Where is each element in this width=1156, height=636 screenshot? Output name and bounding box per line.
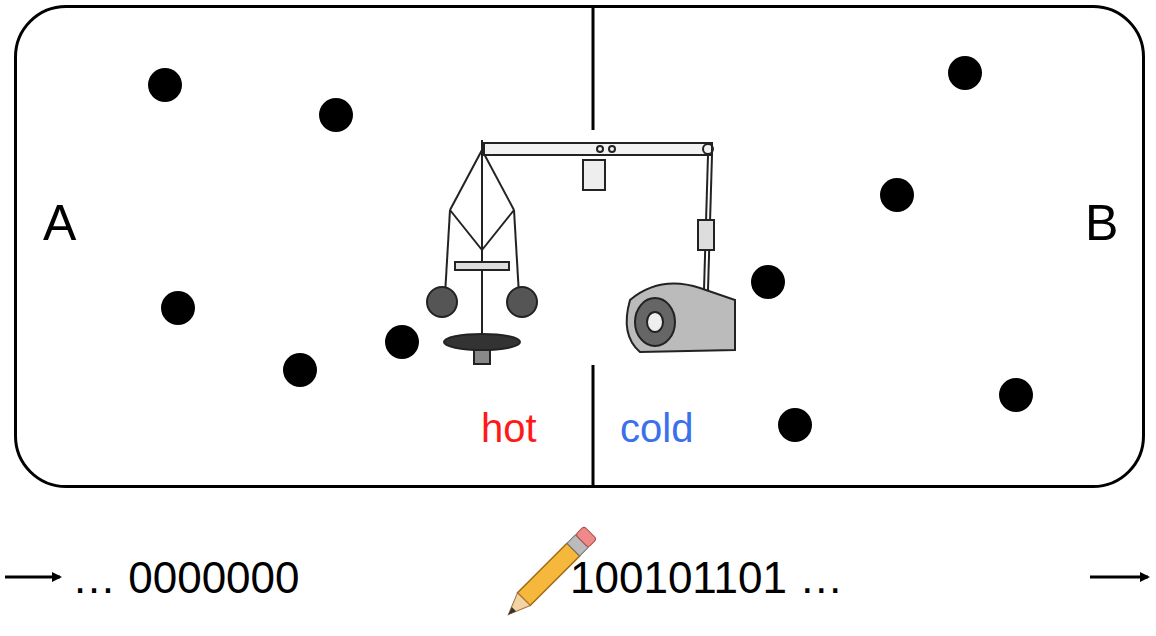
chamber-label: B [1085, 198, 1118, 248]
partition-wall [592, 365, 595, 486]
governor-sketch [427, 140, 735, 364]
temperature-label: hot [481, 408, 537, 448]
tape-bits: … 0000000 [72, 556, 300, 600]
gas-chamber: A Bhot cold [14, 5, 1145, 488]
chamber-label: A [43, 198, 76, 248]
tape-bits: 100101101 … [570, 556, 843, 600]
tape-arrow [1090, 576, 1148, 579]
tape-arrow [5, 576, 60, 579]
temperature-label: cold [620, 408, 693, 448]
molecules [148, 56, 1033, 442]
partition-wall [592, 7, 595, 130]
